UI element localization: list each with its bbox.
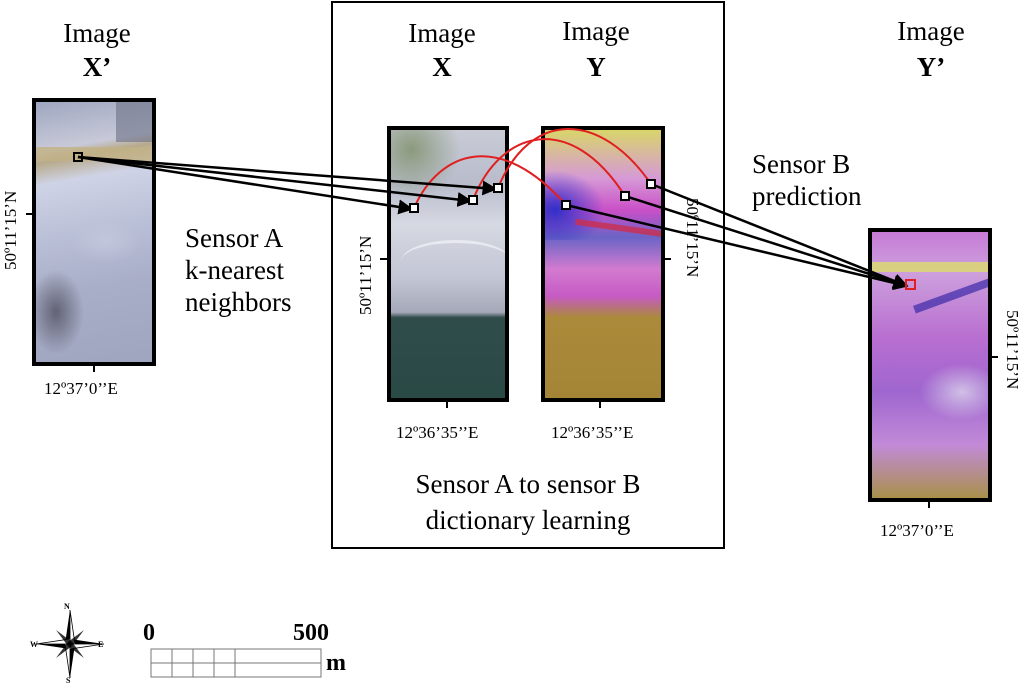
- image-x-symbol: X: [432, 52, 452, 82]
- prediction-line-1: Sensor B: [752, 149, 851, 179]
- x-lat-label: 50º11’15’N: [356, 235, 375, 315]
- x-prime-lon-tick: [93, 364, 95, 372]
- image-x-panel: [387, 126, 509, 402]
- knn-line-1: Sensor A: [185, 223, 284, 253]
- scale-start: 0: [143, 620, 155, 646]
- compass-n: N: [64, 602, 70, 611]
- x-prime-lat-label: 50º11’15’N: [1, 190, 20, 270]
- compass-w: W: [30, 640, 38, 649]
- image-y-symbol: Y: [586, 52, 606, 82]
- image-x-prime-symbol: X’: [82, 52, 112, 82]
- compass-s: S: [66, 676, 71, 685]
- knn-annotation: Sensor A k-nearest neighbors: [185, 222, 291, 318]
- compass-rose-icon: [35, 609, 105, 679]
- dictionary-line-1: Sensor A to sensor B: [415, 469, 641, 499]
- image-y-panel: [541, 126, 665, 402]
- prediction-annotation: Sensor B prediction: [752, 148, 861, 212]
- x-lon-tick: [446, 400, 448, 408]
- prediction-line-2: prediction: [752, 181, 862, 211]
- compass-e: E: [98, 640, 104, 649]
- y-lat-label: 50º11’15’N: [683, 198, 702, 278]
- x-lon-label: 12º36’35’’E: [396, 423, 479, 442]
- image-y-prime-heading: Image: [897, 16, 965, 46]
- x-lat-tick: [380, 258, 388, 260]
- image-y-prime-panel: [868, 228, 992, 502]
- knn-line-3: neighbors: [185, 287, 292, 317]
- x-prime-lon-label: 12º37’0’’E: [44, 379, 118, 398]
- y-lon-tick: [599, 400, 601, 408]
- dictionary-annotation: Sensor A to sensor B dictionary learning: [340, 466, 716, 538]
- scale-bar: [150, 648, 322, 678]
- x-prime-lat-tick: [26, 213, 34, 215]
- y-lon-label: 12º36’35’’E: [551, 423, 634, 442]
- y-prime-lon-label: 12º37’0’’E: [880, 521, 954, 540]
- y-prime-lat-label: 50º11’15’N: [1003, 310, 1022, 390]
- knn-line-2: k-nearest: [185, 255, 284, 285]
- y-prime-lon-tick: [928, 500, 930, 508]
- image-x-prime-heading: Image: [63, 18, 131, 48]
- y-prime-lat-tick: [990, 356, 998, 358]
- image-y-prime-symbol: Y’: [916, 52, 946, 82]
- image-y-heading: Image: [562, 16, 630, 46]
- image-x-prime-panel: [32, 98, 156, 366]
- y-lat-tick: [663, 258, 671, 260]
- scale-end: 500: [293, 620, 329, 646]
- image-x-heading: Image: [408, 18, 476, 48]
- scale-unit: m: [326, 650, 346, 676]
- dictionary-line-2: dictionary learning: [425, 505, 631, 535]
